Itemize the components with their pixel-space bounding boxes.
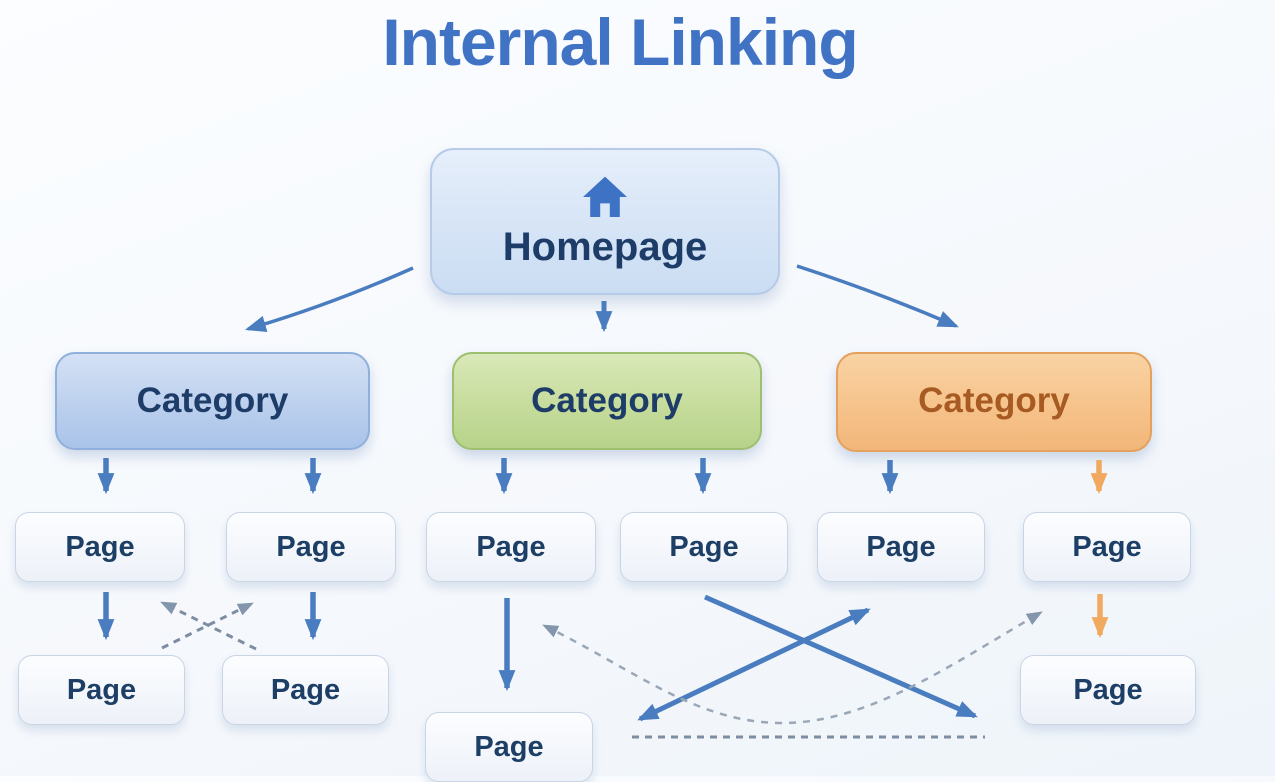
node-page-6: Page <box>1023 512 1191 582</box>
dashed-arrow-page1b-to-page2 <box>161 602 254 650</box>
node-page-2: Page <box>226 512 396 582</box>
home-icon <box>583 176 627 217</box>
arrow-homepage-to-category-orange <box>796 264 959 328</box>
node-page-1b: Page <box>18 655 185 725</box>
dashed-arrow-page3-to-page6-curve <box>542 611 1043 725</box>
arrow-homepage-to-category-blue <box>244 266 414 333</box>
dashed-arrow-page2b-to-page1 <box>160 601 257 651</box>
node-page-1: Page <box>15 512 185 582</box>
arrow-bottom-center-to-page5-bidirectional <box>637 607 871 722</box>
node-category-blue: Category <box>55 352 370 450</box>
arrow-page4-to-bottom-right <box>703 594 978 719</box>
diagram-title: Internal Linking <box>382 5 858 79</box>
node-page-2b: Page <box>222 655 389 725</box>
node-category-green: Category <box>452 352 762 450</box>
node-homepage: Homepage <box>430 148 780 295</box>
node-page-4: Page <box>620 512 788 582</box>
node-category-orange: Category <box>836 352 1152 452</box>
node-page-bottom-right: Page <box>1020 655 1196 725</box>
node-page-bottom-center: Page <box>425 712 593 782</box>
homepage-label: Homepage <box>502 225 708 269</box>
node-page-3: Page <box>426 512 596 582</box>
node-page-5: Page <box>817 512 985 582</box>
